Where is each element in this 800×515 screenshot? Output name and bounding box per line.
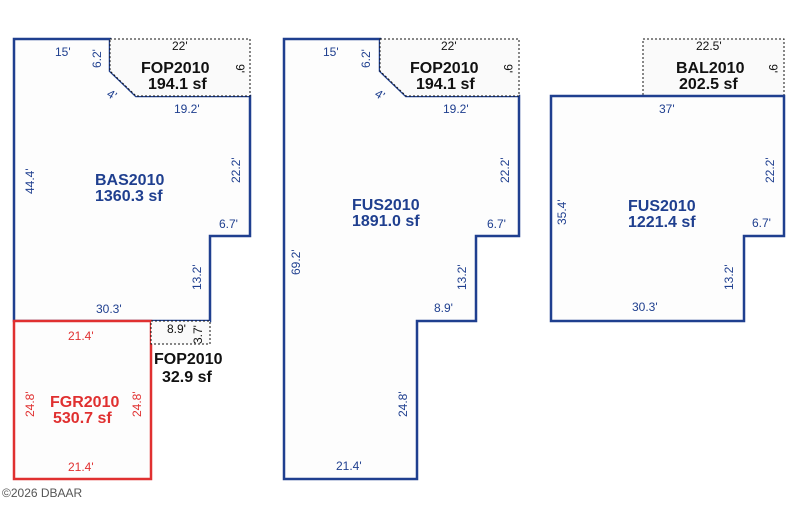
fus-right-dim-step: 6.7' bbox=[752, 216, 771, 230]
fus-mid-dim-mid: 19.2' bbox=[443, 102, 469, 116]
fop-top-1-outline bbox=[109, 38, 251, 97]
fop-top-2-dim-top: 22' bbox=[441, 39, 457, 53]
bal-dim-top: 22.5' bbox=[696, 39, 722, 53]
bal-dim-side: 9' bbox=[766, 64, 780, 73]
fop-small-dim-height: 3.7' bbox=[191, 325, 205, 344]
bas-code: BAS2010 bbox=[95, 172, 164, 189]
fgr-dim-top: 21.4' bbox=[68, 329, 94, 343]
fus-mid-area: 1891.0 sf bbox=[352, 213, 420, 230]
fus-mid-dim-step: 6.7' bbox=[487, 217, 506, 231]
fop-top-2-outline bbox=[379, 38, 520, 97]
fus-right-dim-left: 35.4' bbox=[555, 199, 569, 225]
fop-small-code: FOP2010 bbox=[154, 351, 223, 368]
fop-top-2-code: FOP2010 bbox=[410, 60, 479, 77]
fop-top-2-dim-side: 9' bbox=[501, 64, 515, 73]
bal-code: BAL2010 bbox=[676, 60, 745, 77]
fop-small-area: 32.9 sf bbox=[162, 369, 212, 386]
bas-area: 1360.3 sf bbox=[95, 188, 163, 205]
bas-dim-mid: 19.2' bbox=[174, 102, 200, 116]
fop-top-1-code: FOP2010 bbox=[141, 60, 210, 77]
bas-dim-lower: 13.2' bbox=[190, 264, 204, 290]
fus-right-dim-lower: 13.2' bbox=[722, 264, 736, 290]
fus-right-code: FUS2010 bbox=[628, 198, 696, 215]
bas-dim-left: 44.4' bbox=[23, 168, 37, 194]
fus-right-area: 1221.4 sf bbox=[628, 214, 696, 231]
bas-dim-step: 6.7' bbox=[219, 217, 238, 231]
fgr-dim-right: 24.8' bbox=[130, 391, 144, 417]
bas-dim-notch: 6.2' bbox=[90, 49, 104, 68]
fus-mid-dim-step2: 8.9' bbox=[434, 301, 453, 315]
fop-top-1-area: 194.1 sf bbox=[148, 76, 207, 93]
fus-mid-dim-left: 69.2' bbox=[289, 249, 303, 275]
fop-top-1-dim-side: 9' bbox=[233, 64, 247, 73]
fus-mid-dim-top: 15' bbox=[323, 45, 339, 59]
bas-dim-top: 15' bbox=[55, 45, 71, 59]
fus-right-dim-bottom: 30.3' bbox=[632, 300, 658, 314]
fus-mid-code: FUS2010 bbox=[352, 197, 420, 214]
bal-area: 202.5 sf bbox=[679, 76, 738, 93]
fgr-dim-bottom: 21.4' bbox=[68, 460, 94, 474]
fgr-code: FGR2010 bbox=[50, 394, 119, 411]
fgr-dim-left: 24.8' bbox=[23, 391, 37, 417]
copyright-text: ©2026 DBAAR bbox=[2, 486, 83, 500]
fus-mid-dim-right: 22.2' bbox=[498, 157, 512, 183]
fgr-area: 530.7 sf bbox=[53, 410, 112, 427]
fgr-outline bbox=[12, 319, 153, 481]
fop-small-dim-width: 8.9' bbox=[167, 322, 186, 336]
fop-top-1-dim-top: 22' bbox=[172, 39, 188, 53]
fus-right-dim-right: 22.2' bbox=[763, 157, 777, 183]
bas-dim-right: 22.2' bbox=[229, 157, 243, 183]
fus-right-dim-top: 37' bbox=[659, 102, 675, 116]
bas-dim-bottom: 30.3' bbox=[96, 302, 122, 316]
fus-mid-dim-lower: 13.2' bbox=[455, 264, 469, 290]
fop-small-outline bbox=[150, 320, 211, 345]
fus-mid-dim-notch: 6.2' bbox=[359, 49, 373, 68]
fop-top-2-area: 194.1 sf bbox=[416, 76, 475, 93]
fus-mid-dim-bottom: 21.4' bbox=[336, 459, 362, 473]
fus-mid-dim-lower2: 24.8' bbox=[396, 391, 410, 417]
fus-right-outline bbox=[549, 94, 786, 323]
